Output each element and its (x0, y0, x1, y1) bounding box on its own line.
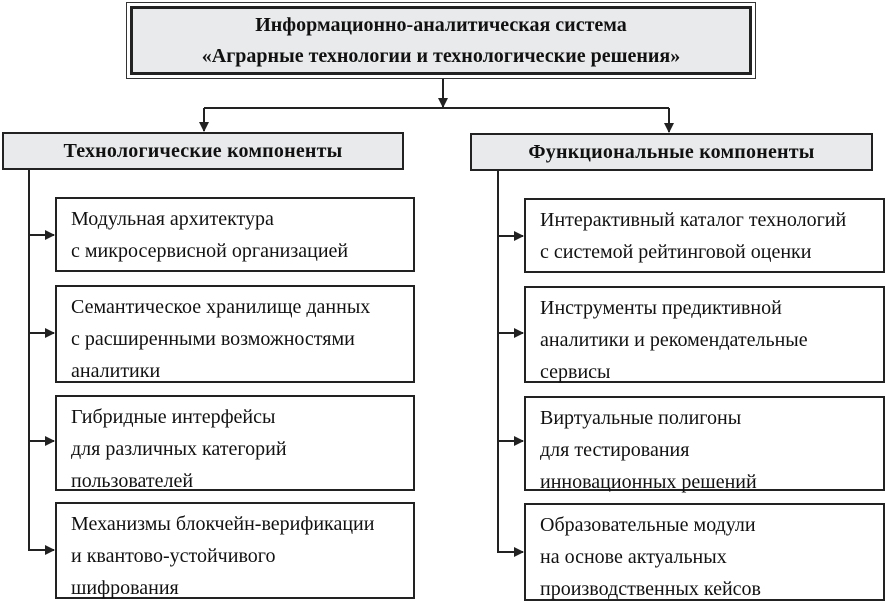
system-title-line-1: Информационно-аналитическая система (255, 13, 627, 36)
item-text-line: Семантическое хранилище данных (71, 296, 371, 318)
item-text-line: сервисы (540, 361, 611, 383)
technological-components-header: Технологические компоненты (2, 132, 404, 170)
item-text-line: шифрования (71, 577, 179, 599)
item-text-line: для различных категорий (71, 438, 287, 460)
item-text-line: на основе актуальных (540, 546, 727, 568)
item-text-line: и квантово-устойчивого (71, 545, 276, 567)
item-text-line: Инструменты предиктивной (540, 297, 782, 319)
item-text-line: производственных кейсов (540, 578, 761, 600)
item-text-line: Модульная архитектура (71, 208, 274, 230)
item-text-line: инновационных решений (540, 471, 757, 493)
item-text-line: для тестирования (540, 439, 690, 461)
item-text-line: аналитики и рекомендательные (540, 329, 808, 351)
functional-component-item: Инструменты предиктивной аналитики и рек… (524, 286, 885, 383)
system-title-box: Информационно-аналитическая система «Агр… (126, 2, 756, 79)
system-title-line-2: «Аграрные технологии и технологические р… (201, 44, 681, 67)
tech-component-item: Механизмы блокчейн-верификации и квантов… (55, 502, 415, 599)
item-text-line: аналитики (71, 360, 161, 382)
item-text-line: Виртуальные полигоны (540, 407, 742, 429)
item-text-line: Механизмы блокчейн-верификации (71, 513, 375, 535)
item-text-line: Гибридные интерфейсы (71, 406, 276, 428)
item-text-line: Образовательные модули (540, 514, 756, 536)
item-text-line: пользователей (71, 470, 194, 492)
item-text-line: с расширенными возможностями (71, 328, 355, 350)
tech-component-item: Гибридные интерфейсы для различных катег… (55, 395, 415, 492)
functional-component-item: Интерактивный каталог технологий с систе… (524, 198, 885, 273)
functional-component-item: Виртуальные полигоны для тестирования ин… (524, 396, 885, 493)
item-text-line: с системой рейтинговой оценки (540, 241, 812, 263)
item-text-line: Интерактивный каталог технологий (540, 209, 847, 231)
tech-component-item: Семантическое хранилище данных с расшире… (55, 285, 415, 383)
tech-component-item: Модульная архитектура с микросервисной о… (55, 197, 415, 272)
functional-component-item: Образовательные модули на основе актуаль… (524, 503, 885, 601)
item-text-line: с микросервисной организацией (71, 240, 349, 262)
functional-components-header: Функциональные компоненты (470, 133, 873, 171)
